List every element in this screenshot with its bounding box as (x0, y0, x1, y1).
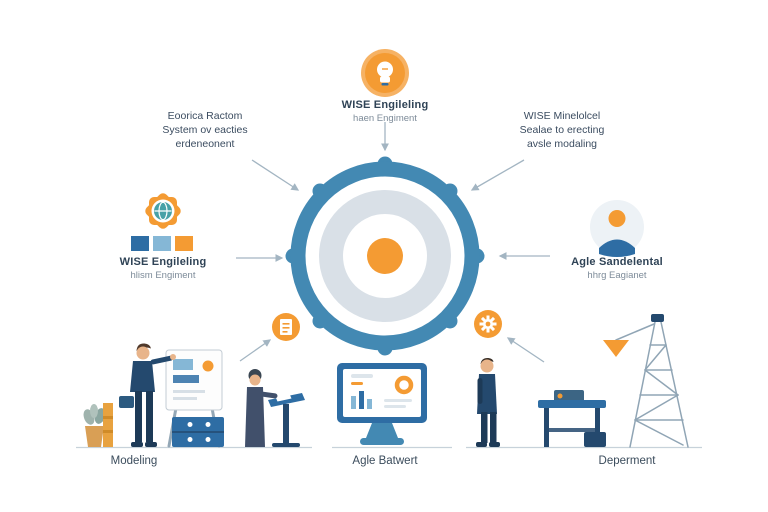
right-icon-label-title: Agle Sandelental (571, 256, 663, 268)
whiteboard (165, 349, 223, 448)
left-icon-label-title: WISE Engileling (119, 256, 207, 268)
caption-modeling: Modeling (110, 455, 158, 467)
right-icon-label-sub: hhrg Eagianet (587, 270, 647, 281)
color-squares (131, 236, 193, 251)
plant (83, 404, 106, 447)
briefcase (119, 396, 134, 408)
right-annotation-line3: avsle modaling (526, 137, 598, 150)
connector-bottom-left (239, 339, 272, 362)
orange-column (103, 403, 113, 447)
standing-figure (476, 357, 500, 447)
drafting-figure (245, 369, 278, 447)
right-annotation-line1: WISE Minelolcel (523, 110, 601, 122)
left-annotation-line3: erdeneonent (175, 137, 235, 150)
plotter-table (538, 390, 606, 447)
gear-globe-icon (145, 193, 181, 229)
connector-bottom-right (506, 337, 545, 363)
department-scene (476, 314, 689, 448)
donut-chart (394, 375, 414, 395)
hub-target-icon (367, 238, 403, 274)
lightbulb-icon (361, 49, 409, 97)
connector-right-diagonal (470, 159, 525, 191)
right-annotation-line2: Sealae to erecting (519, 123, 605, 136)
hub-top-label: WISE Engileling haen Engiment (342, 99, 429, 124)
crane-funnel (603, 340, 629, 357)
hub-top-label-sub: haen Engiment (353, 113, 417, 124)
crane-tower (603, 314, 689, 448)
monitor-stand (366, 423, 398, 438)
left-annotation: Eoorica Ractom System ov eacties erdeneo… (162, 110, 247, 152)
left-annotation-line2: System ov eacties (162, 123, 248, 136)
monitor-base (360, 438, 404, 445)
right-annotation: WISE Minelolcel Sealae to erecting avsle… (520, 110, 605, 152)
left-annotation-line1: Eoorica Ractom (167, 110, 243, 122)
central-hub (285, 156, 485, 356)
person-icon (590, 200, 644, 257)
left-icon-label: WISE Engileling hlism Engiment (120, 256, 207, 281)
left-icon-label-sub: hlism Engiment (130, 270, 196, 281)
right-icon-label: Agle Sandelental hhrg Eagianet (571, 256, 663, 281)
connector-lines (236, 122, 550, 363)
lectern-table (268, 393, 305, 447)
caption-center: Agle Batwert (352, 455, 418, 467)
hub-top-label-title: WISE Engileling (341, 99, 429, 111)
caption-department: Deperment (598, 455, 656, 467)
gear-icon (474, 310, 502, 338)
document-icon (272, 313, 300, 341)
modeling-scene (83, 343, 305, 448)
presenter-figure (119, 343, 176, 447)
connector-left-diagonal (251, 159, 300, 191)
monitor (337, 363, 427, 445)
cabinet (172, 417, 224, 447)
